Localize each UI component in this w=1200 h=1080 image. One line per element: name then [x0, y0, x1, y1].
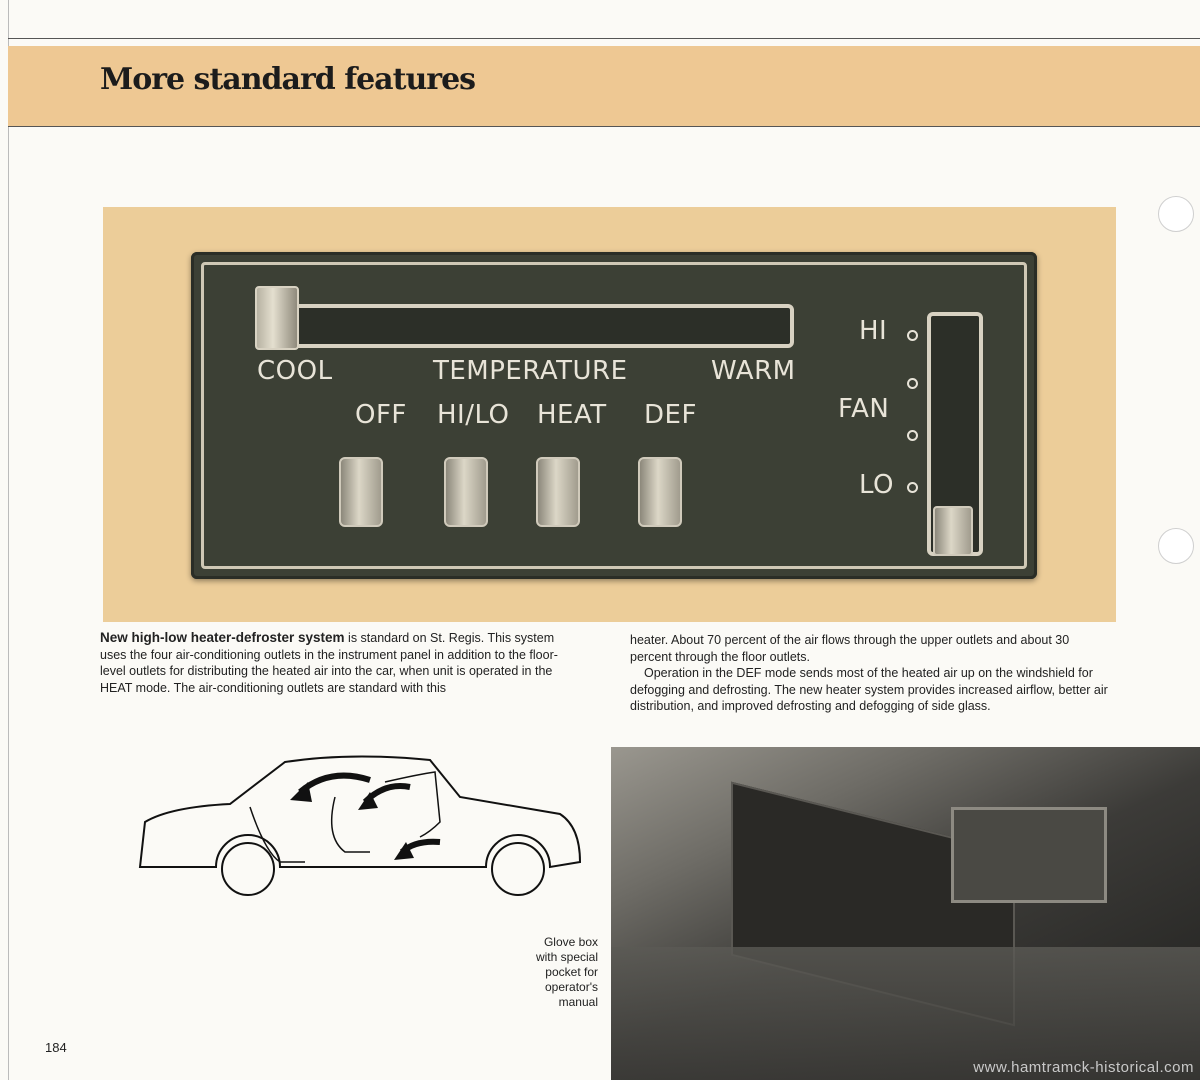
dashboard-line: [384, 771, 441, 838]
vent-grille: [951, 807, 1107, 903]
rocker-hilo: [444, 457, 488, 527]
label-temperature: TEMPERATURE: [433, 356, 628, 386]
top-rule: [8, 38, 1200, 39]
rocker-off: [339, 457, 383, 527]
glove-box-caption: Glove box with special pocket for operat…: [535, 935, 598, 1009]
binder-hole-top: [1158, 196, 1194, 232]
middle-arrow-head: [358, 792, 378, 810]
article-lead: New high-low heater-defroster system: [100, 630, 345, 645]
label-mode-heat: HEAT: [537, 400, 607, 430]
article-col1-text: is standard on St. Regis. This system us…: [100, 631, 558, 695]
page-title: More standard features: [100, 62, 476, 97]
rear-seat: [249, 806, 305, 863]
rocker-def: [638, 457, 682, 527]
front-seat: [330, 796, 370, 853]
label-fan: FAN: [838, 394, 890, 424]
heater-control-photo: COOL TEMPERATURE WARM OFF HI/LO HEAT DEF…: [103, 207, 1116, 622]
label-mode-off: OFF: [355, 400, 407, 430]
upper-arrow-head: [290, 782, 312, 802]
console-bezel: [201, 262, 1027, 569]
temperature-lever: [255, 286, 299, 350]
floor-arrow-head: [394, 842, 414, 860]
fan-dot-2: [907, 378, 918, 389]
article-column-1: New high-low heater-defroster system is …: [100, 630, 578, 696]
temperature-slot: [266, 304, 794, 348]
page-number: 184: [45, 1040, 67, 1055]
fan-dot-4: [907, 482, 918, 493]
carpet-area: [611, 947, 1200, 1080]
article-col2-p2: Operation in the DEF mode sends most of …: [630, 666, 1108, 713]
control-console: COOL TEMPERATURE WARM OFF HI/LO HEAT DEF…: [191, 252, 1037, 579]
header-bottom-rule: [8, 126, 1200, 127]
page-left-edge: [8, 0, 9, 1080]
label-fan-hi: HI: [859, 316, 888, 346]
binder-hole-middle: [1158, 528, 1194, 564]
header-band: [8, 46, 1200, 126]
label-warm: WARM: [711, 356, 796, 386]
rocker-heat: [536, 457, 580, 527]
label-cool: COOL: [257, 356, 333, 386]
upper-airflow-arrow: [298, 772, 371, 795]
label-mode-hilo: HI/LO: [437, 400, 510, 430]
airflow-car-diagram: [138, 755, 582, 896]
fan-dot-1: [907, 330, 918, 341]
label-mode-def: DEF: [644, 400, 697, 430]
rear-wheel: [221, 842, 275, 896]
watermark: www.hamtramck-historical.com: [973, 1059, 1194, 1076]
glove-box-photo: www.hamtramck-historical.com: [611, 747, 1200, 1080]
car-outline: [138, 755, 582, 869]
article-col2-p1: heater. About 70 percent of the air flow…: [630, 633, 1070, 664]
fan-lever: [933, 506, 973, 556]
fan-dot-3: [907, 430, 918, 441]
article-column-2: heater. About 70 percent of the air flow…: [630, 632, 1108, 715]
front-wheel: [491, 842, 545, 896]
label-fan-lo: LO: [859, 470, 895, 500]
